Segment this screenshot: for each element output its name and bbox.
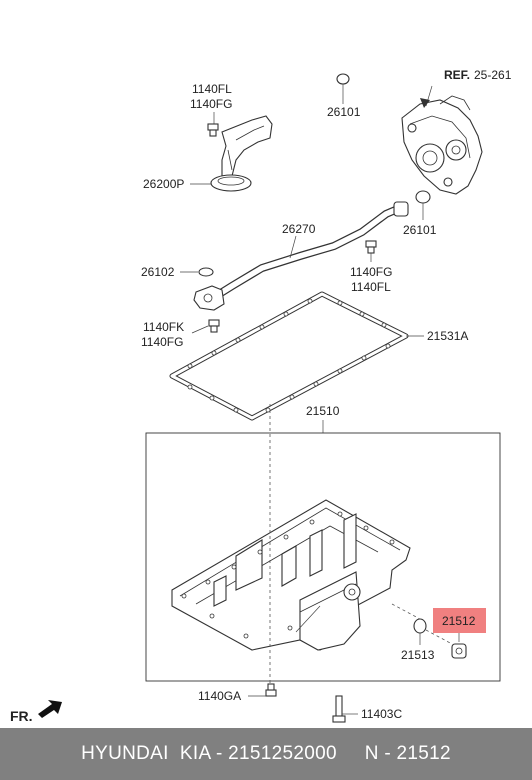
label-1140fg-mid: 1140FG (350, 265, 392, 279)
highlight-21512 (433, 608, 486, 633)
front-label: FR. (10, 708, 33, 724)
label-26101-lower: 26101 (403, 223, 437, 237)
label-1140fg-top: 1140FG (190, 97, 232, 111)
label-21531a: 21531A (427, 329, 468, 343)
label-26200p: 26200P (143, 177, 184, 191)
bolt-11403c (332, 695, 346, 723)
oil-pan (171, 499, 411, 651)
label-11403c: 11403C (361, 707, 402, 721)
label-1140fl-top: 1140FL (192, 82, 232, 96)
label-1140fk: 1140FK (143, 320, 184, 334)
o-ring-top (336, 73, 350, 85)
label-26270: 26270 (282, 222, 316, 236)
bolt-1140ga (265, 683, 277, 697)
label-21510: 21510 (306, 404, 340, 418)
footer-bar: HYUNDAI KIA - 2151252000 N - 21512 (0, 728, 532, 780)
drain-plug (451, 643, 467, 659)
drain-plug-gasket (413, 618, 427, 634)
label-21513: 21513 (401, 648, 435, 662)
ref-label: REF. (444, 68, 470, 82)
ref-value: 25-261 (474, 68, 512, 82)
label-26101-top: 26101 (327, 105, 361, 119)
bolt-middle (365, 240, 377, 254)
o-ring-lower (415, 190, 431, 204)
oil-strainer (210, 115, 273, 192)
parts-diagram: REF. 25-261 26101 1140FL 1140FG 26200P 2… (10, 68, 512, 724)
front-arrow-icon (38, 700, 62, 718)
label-1140fl-mid: 1140FL (351, 280, 391, 294)
label-1140ga: 1140GA (198, 689, 241, 703)
o-ring-26102 (198, 267, 214, 277)
bolt-lower-left (208, 319, 220, 333)
bolt-top-left (207, 123, 219, 137)
oil-pipe (193, 201, 409, 311)
label-26102: 26102 (141, 265, 175, 279)
label-1140fg-low: 1140FG (141, 335, 183, 349)
label-21512: 21512 (442, 614, 476, 628)
oil-pump (401, 85, 483, 195)
footer-part-number: HYUNDAI KIA - 2151252000 N - 21512 (81, 743, 451, 764)
oil-pan-box (145, 432, 501, 682)
oil-pan-gasket (169, 291, 409, 421)
